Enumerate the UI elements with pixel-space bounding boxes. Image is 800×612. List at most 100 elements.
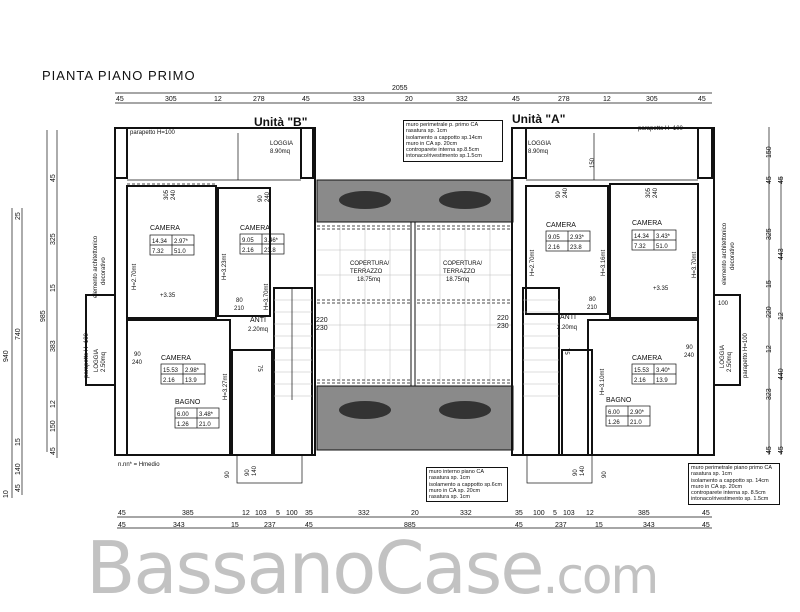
dim: 45 (50, 447, 57, 455)
planter-bottom (316, 385, 514, 451)
door-dim: 220 (497, 315, 509, 322)
note-line: rasatura sp. 1cm (429, 494, 470, 501)
note-line: muro interno piano CA (429, 469, 485, 475)
room-volume: 23.8 (570, 245, 582, 251)
right-dimensions: 150 45 325 15 220 12 323 45 45 443 12 44… (766, 127, 785, 455)
door-dim: 80 (589, 297, 596, 303)
door-dim: 75 (563, 348, 569, 355)
window-dim: 240 (171, 189, 177, 200)
room-h: H=3.70mt (692, 251, 698, 278)
dim: 333 (353, 96, 365, 103)
window-dim: 240 (563, 187, 569, 198)
decorativo-label: decorativo (101, 257, 107, 285)
terrace: COPERTURA/ TERRAZZO 18.75mq COPERTURA/ T… (316, 179, 514, 451)
note-line: muro perimetrale piano primo CA (691, 465, 773, 471)
door-dim: 230 (316, 325, 328, 332)
dim: 332 (456, 96, 468, 103)
dim: 12 (214, 96, 222, 103)
parapetto-side-label: parapetto H=100 (743, 332, 749, 378)
dim: 45 (515, 522, 523, 529)
note-line: isolamento a cappotto sp. 14cm (691, 477, 769, 484)
dim: 100 (533, 510, 545, 517)
room-window: 2.16 (548, 245, 560, 251)
dim: 278 (253, 96, 265, 103)
window-dim: 240 (132, 360, 143, 366)
window-dim: 90 (686, 345, 693, 351)
parapetto-label: parapetto H=100 (130, 130, 176, 136)
dim: 12 (586, 510, 594, 517)
note-line: muro in CA sp. 20cm (406, 140, 458, 147)
note-line: rasatura sp. 1cm (406, 128, 447, 135)
dim: 5 (553, 510, 557, 517)
dim: 150 (590, 157, 596, 168)
dim: 440 (778, 368, 785, 380)
door-dim: 140 (252, 465, 258, 476)
loggia-label: LOGGIA (528, 141, 551, 147)
loggia-small-area: 2.50mq (101, 352, 107, 372)
dim: 12 (603, 96, 611, 103)
terrace-area: 18.75mq (446, 277, 469, 283)
dim: 20 (411, 510, 419, 517)
room-h2: H=3.70mt (264, 283, 270, 310)
room-name: CAMERA (240, 225, 270, 232)
elemento-label: elemento architettonico (93, 235, 99, 298)
dim: 325 (766, 228, 773, 240)
dim: 45 (118, 522, 126, 529)
window-dim: 305 (164, 189, 170, 200)
terrace-area: 18.75mq (357, 277, 380, 283)
dim: 45 (698, 96, 706, 103)
room-area: 15.53 (163, 368, 179, 374)
plan-title: PIANTA PIANO PRIMO (42, 68, 196, 83)
window-dim: 240 (684, 353, 695, 359)
room-height: 2.98* (185, 368, 200, 374)
room-window: 7.32 (634, 244, 646, 250)
dim: 100 (286, 510, 298, 517)
door-dim: 230 (497, 323, 509, 330)
note-line: rasatura sp. 1cm (429, 475, 470, 482)
room-volume: 13.9 (656, 378, 668, 384)
dim: 35 (515, 510, 523, 517)
room-volume: 51.0 (656, 244, 668, 250)
room-volume: 23.8 (264, 248, 276, 254)
dim: 332 (358, 510, 370, 517)
dim: 383 (50, 340, 57, 352)
door-dim: 210 (587, 305, 598, 311)
door-dim: 220 (316, 317, 328, 324)
room-area: 9.05 (242, 238, 254, 244)
dim: 103 (563, 510, 575, 517)
room-height: 3.46* (264, 238, 279, 244)
terrace-label: COPERTURA/ (350, 261, 390, 267)
room-h: H=2.70mt (530, 249, 536, 276)
room-area: 14.34 (152, 239, 168, 245)
room-height: 3.43* (656, 234, 671, 240)
dim: 220 (766, 306, 773, 318)
dim: 45 (50, 174, 57, 182)
watermark-main: BassanoCase (86, 526, 545, 610)
dim: 100 (718, 301, 729, 307)
dim: 45 (766, 176, 773, 184)
anti-area: 2.20mq (248, 327, 268, 333)
room-volume: 13.9 (185, 378, 197, 384)
anti-label: ANTI (250, 317, 266, 324)
dim: 45 (778, 176, 785, 184)
dim: 237 (555, 522, 567, 529)
door-dim: 90 (245, 469, 251, 476)
dim: 10 (3, 490, 10, 498)
room-area: 9.05 (548, 235, 560, 241)
dim: 45 (305, 522, 313, 529)
anti-label: ANTI (560, 314, 576, 321)
room-window: 2.16 (634, 378, 646, 384)
dim: 12 (766, 345, 773, 353)
room-name: CAMERA (150, 225, 180, 232)
door-dim: 140 (580, 465, 586, 476)
loggia-small-label: LOGGIA (94, 349, 100, 372)
room-window: 2.16 (242, 248, 254, 254)
dim: 12 (50, 400, 57, 408)
dim: 140 (15, 463, 22, 475)
dim: 443 (778, 248, 785, 260)
dim: 343 (643, 522, 655, 529)
note-line: isolamento a cappotto sp.14cm (406, 134, 483, 141)
room-h: H=3.27mt (223, 373, 229, 400)
dim: 45 (766, 446, 773, 454)
dim: 25 (15, 212, 22, 220)
